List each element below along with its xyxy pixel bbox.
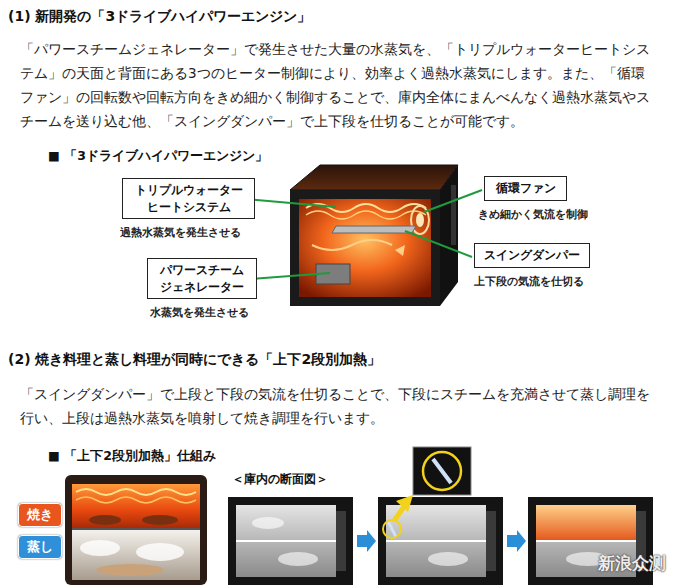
callout-frame: パワースチーム ジェネレーター — [147, 258, 257, 299]
photo-frame — [65, 475, 207, 585]
leader-line — [405, 231, 472, 257]
callout-box: 循環ファンきめ細かく気流を制御 — [484, 176, 588, 222]
tray — [72, 528, 200, 530]
step-arrow — [357, 530, 376, 552]
oven-photo — [65, 475, 207, 585]
food — [96, 564, 164, 576]
oven-handle — [451, 185, 456, 245]
tray — [236, 540, 336, 542]
callout-frame: スイングダンパー — [474, 243, 590, 268]
leader-line — [247, 199, 336, 207]
tag-text: 蒸し — [27, 539, 53, 554]
callout-caption: 水蒸気を発生させる — [150, 306, 257, 320]
oven-top — [290, 165, 458, 190]
tray — [386, 540, 486, 542]
food — [142, 515, 178, 525]
callout-caption: 過熱水蒸気を発生させる — [120, 226, 255, 240]
tag-fill: 焼き — [18, 503, 62, 527]
callout-box: スイングダンパー上下段の気流を仕切る — [474, 243, 590, 289]
food — [89, 515, 121, 525]
callout-box: パワースチーム ジェネレーター水蒸気を発生させる — [147, 258, 257, 320]
callout-title: パワースチーム ジェネレーター — [160, 263, 244, 294]
damper — [388, 521, 396, 537]
leader-line — [424, 190, 482, 212]
damper — [433, 459, 451, 483]
leader-line — [249, 273, 330, 279]
cross-section — [378, 497, 503, 585]
chamber — [386, 505, 486, 577]
oven-illustration — [290, 165, 458, 306]
airflow — [312, 240, 392, 250]
chamber — [236, 505, 336, 577]
steam — [252, 517, 284, 529]
oven-side — [440, 165, 458, 306]
callout-caption: 上下段の気流を仕切る — [474, 275, 590, 289]
body-text: 「スイングダンパー」で上段と下段の気流を仕切ることで、下段にスチームを充満させて… — [20, 382, 654, 430]
body-text: 「パワースチームジェネレーター」で発生させた大量の水蒸気を、「トリプルウォーター… — [20, 37, 654, 133]
figure-title: ■ 「上下2段別加熱」仕組み — [48, 448, 348, 464]
inset-circle — [423, 452, 461, 490]
oven-front — [290, 190, 440, 306]
step-arrow — [507, 530, 526, 552]
steam — [428, 552, 468, 566]
cross-section — [228, 497, 353, 585]
callout-title: スイングダンパー — [484, 248, 580, 262]
heater-coil — [306, 211, 426, 219]
callout-title: トリプルウォーター ヒートシステム — [135, 183, 243, 214]
callout-title: 循環ファン — [496, 181, 556, 195]
yellow-arrow-head — [396, 495, 413, 512]
mode-tag: 焼き — [18, 503, 62, 527]
hot-zone — [536, 505, 636, 541]
steam — [136, 543, 184, 561]
fan-duct — [486, 511, 496, 571]
inset-frame — [413, 447, 471, 495]
fan-duct — [336, 511, 346, 571]
heat-wave — [76, 489, 196, 495]
highlight-circle — [383, 520, 401, 538]
panel-frame — [378, 497, 503, 585]
section-heading: (2) 焼き料理と蒸し料理が同時にできる「上下2段別加熱」 — [8, 349, 672, 369]
tray — [536, 540, 636, 542]
airflow-head — [395, 245, 405, 256]
oven-interior — [299, 199, 431, 297]
steam — [80, 540, 120, 556]
callout-caption: きめ細かく気流を制御 — [478, 208, 588, 222]
panel-frame — [228, 497, 353, 585]
figure-title: ■ 「3ドライブハイパワーエンジン」 — [48, 148, 348, 164]
steam — [278, 552, 318, 566]
watermark: 新浪众测 — [598, 552, 676, 574]
mode-tag: 蒸し — [18, 535, 62, 559]
leader-lines — [247, 190, 482, 279]
steam-zone — [72, 530, 200, 580]
fan-hub — [416, 213, 424, 227]
figure-subtitle: ＜庫内の断面図＞ — [232, 471, 402, 487]
callout-frame: トリプルウォーター ヒートシステム — [122, 178, 255, 219]
grill-zone — [72, 484, 200, 528]
heat-wave — [76, 497, 196, 503]
swing-damper — [332, 226, 416, 233]
callout-frame: 循環ファン — [484, 176, 567, 201]
tag-text: 焼き — [27, 507, 53, 522]
tag-fill: 蒸し — [18, 535, 62, 559]
callout-box: トリプルウォーター ヒートシステム過熱水蒸気を発生させる — [122, 178, 255, 240]
section-heading: (1) 新開発の「3ドライブハイパワーエンジン」 — [8, 6, 672, 26]
damper-inset — [413, 447, 471, 495]
